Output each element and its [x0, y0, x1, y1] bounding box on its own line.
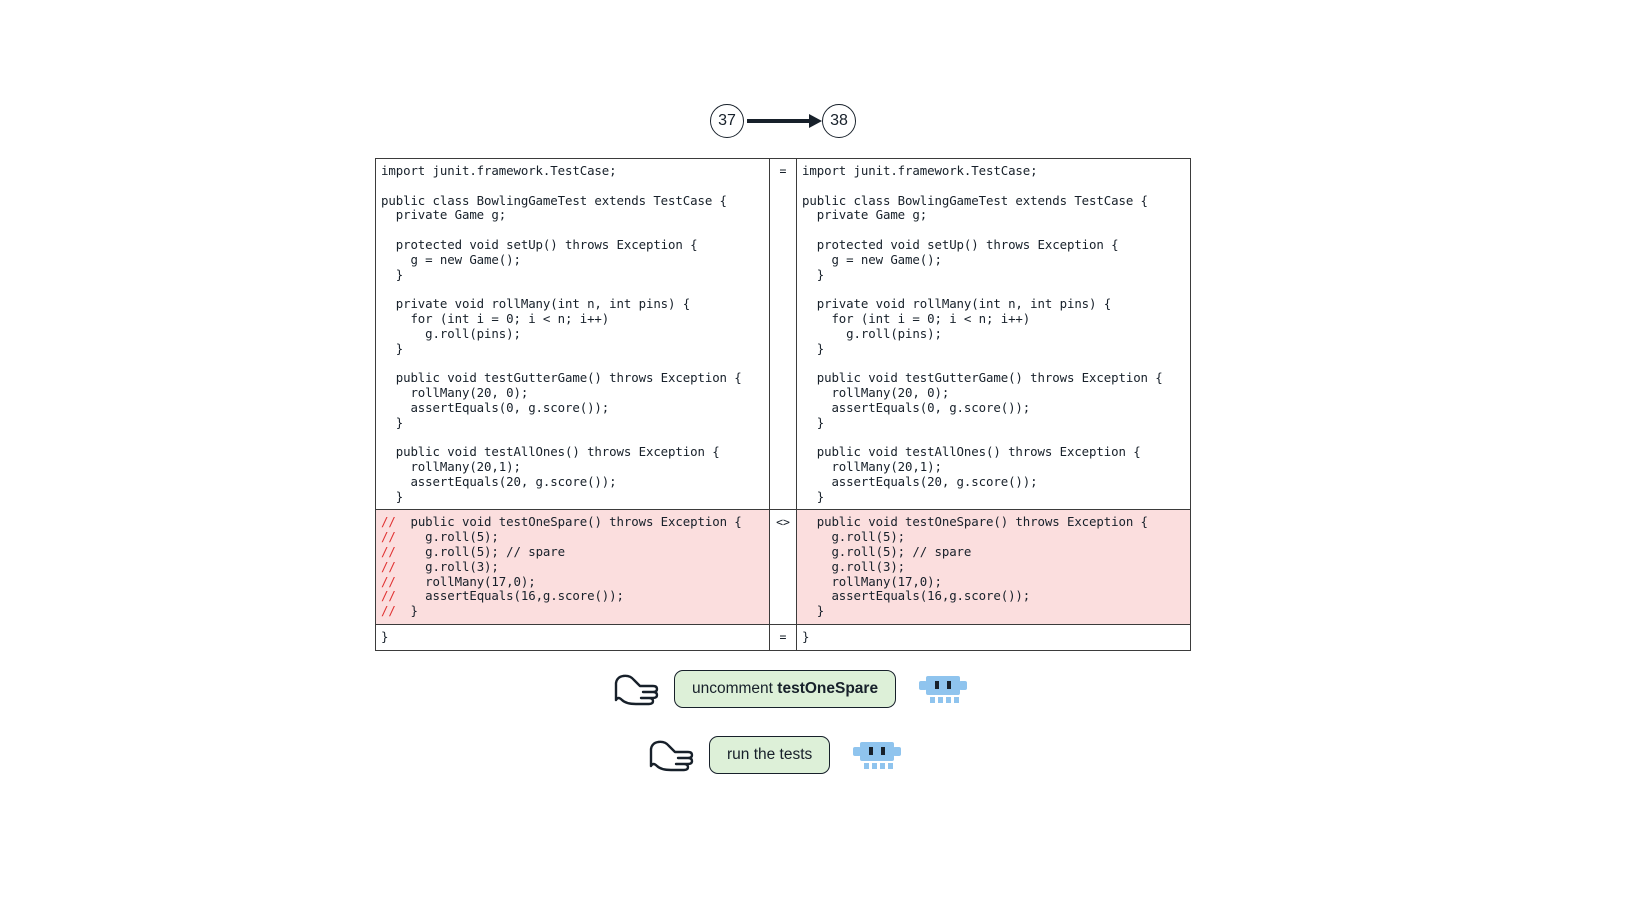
code-text-right: public void testOneSpare() throws Except…	[816, 514, 1148, 619]
code-text-right: import junit.framework.TestCase; public …	[802, 163, 1163, 504]
diff-block-changed: // public void testOneSpare() throws Exc…	[376, 510, 1190, 625]
diff-pane-left[interactable]: import junit.framework.TestCase; public …	[376, 159, 769, 509]
diff-pane-left[interactable]: // public void testOneSpare() throws Exc…	[376, 510, 769, 624]
annotation-label-prefix: uncomment	[692, 680, 778, 697]
version-transition: 37 38	[710, 104, 856, 138]
version-node-to: 38	[822, 104, 856, 138]
annotation-label-strong: testOneSpare	[777, 680, 879, 697]
annotation-label: uncomment testOneSpare	[674, 670, 897, 708]
comment-marker: //	[381, 573, 396, 589]
comment-marker: //	[381, 514, 396, 530]
diff-gutter-marker: =	[769, 159, 796, 510]
diff-pane-right[interactable]: }	[796, 624, 1189, 650]
version-node-from: 37	[710, 104, 744, 138]
pointing-hand-icon	[614, 674, 659, 706]
diff-gutter-marker: =	[769, 624, 796, 650]
code-diff-view: import junit.framework.TestCase; public …	[375, 158, 1191, 651]
diff-pane-right[interactable]: public void testOneSpare() throws Except…	[796, 510, 1189, 624]
annotation-run-tests: run the tests	[645, 734, 904, 776]
diff-pane-right[interactable]: import junit.framework.TestCase; public …	[796, 159, 1189, 510]
pointing-hand-icon	[649, 740, 694, 772]
diff-block-unchanged-top: import junit.framework.TestCase; public …	[376, 159, 1190, 511]
code-text-left-commented: // public void testOneSpare() throws Exc…	[381, 514, 742, 619]
comment-marker: //	[381, 543, 396, 559]
code-text-left: import junit.framework.TestCase; public …	[381, 163, 742, 504]
code-text-right: }	[802, 628, 810, 644]
diff-block-unchanged-bottom: } = }	[376, 624, 1190, 650]
robot-icon	[919, 676, 968, 703]
comment-marker: //	[381, 558, 396, 574]
annotation-uncomment: uncomment testOneSpare	[610, 668, 970, 710]
comment-marker: //	[381, 603, 396, 619]
diff-pane-left[interactable]: }	[376, 625, 769, 650]
diff-gutter-marker: <>	[769, 510, 796, 624]
annotation-label: run the tests	[709, 736, 831, 774]
comment-marker: //	[381, 588, 396, 604]
arrow-right-icon	[744, 104, 822, 138]
robot-icon	[853, 742, 902, 769]
comment-marker: //	[381, 529, 396, 545]
annotation-label-prefix: run the tests	[727, 746, 813, 763]
code-text-left: }	[381, 628, 389, 644]
